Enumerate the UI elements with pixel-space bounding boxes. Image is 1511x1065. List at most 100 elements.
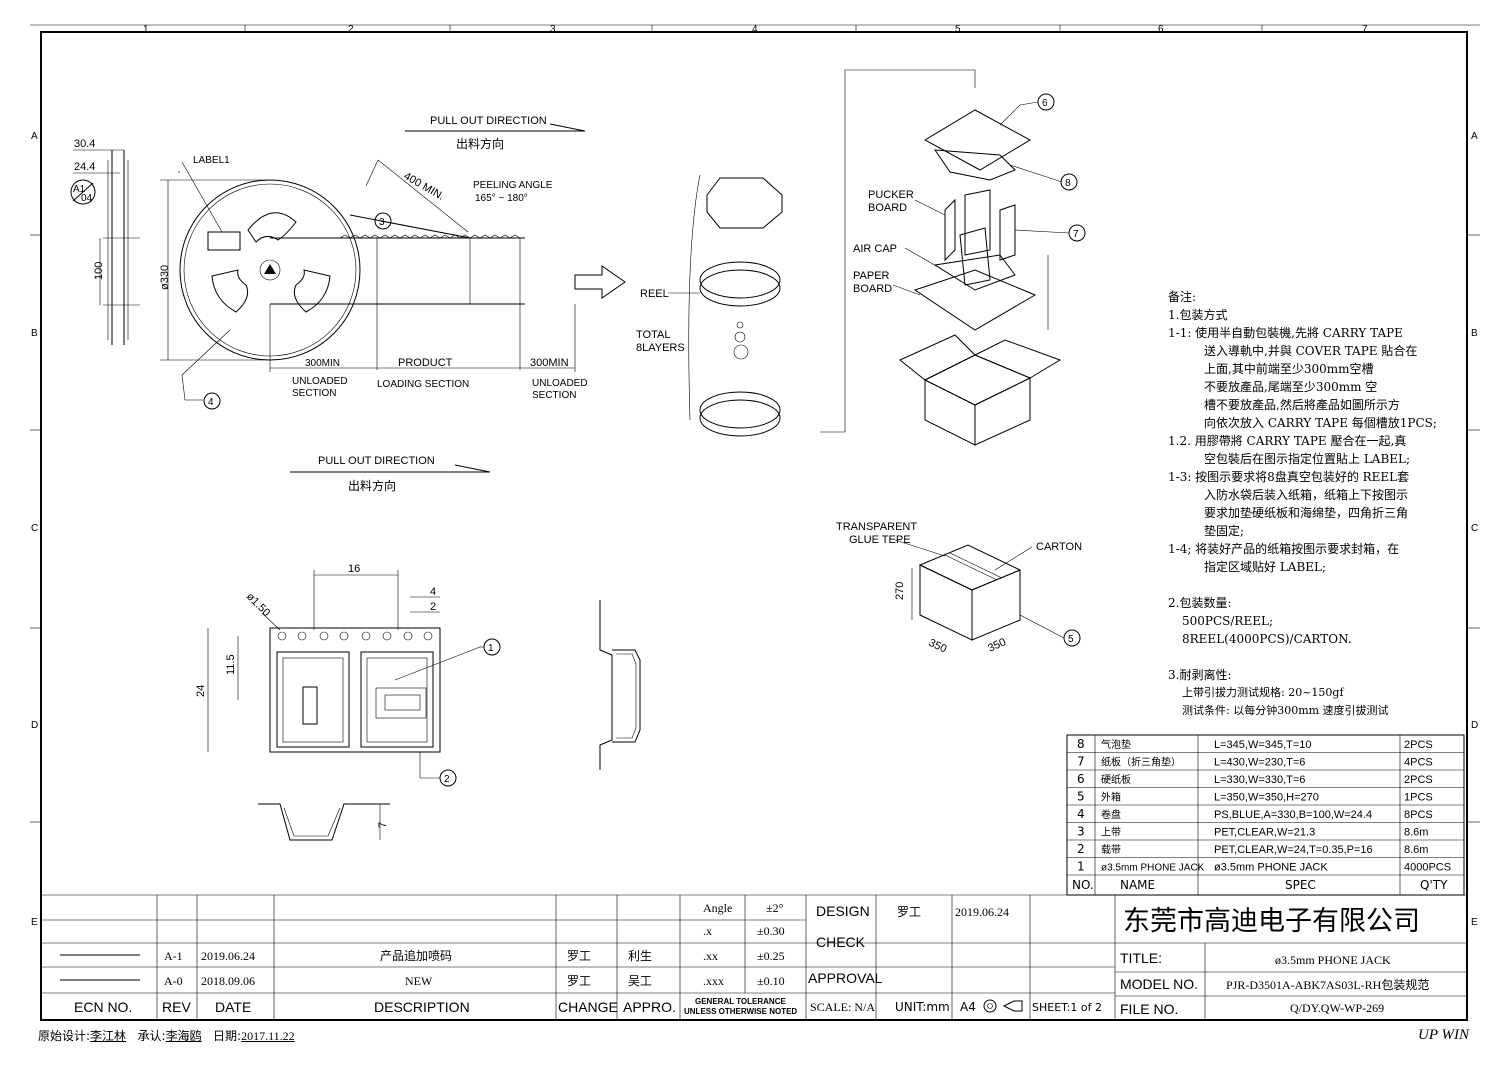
svg-text:±2°: ±2° xyxy=(766,901,784,915)
svg-text:CHANGE: CHANGE xyxy=(558,999,618,1015)
approver-name: 李海鸥 xyxy=(165,1029,202,1043)
svg-text:吴工: 吴工 xyxy=(628,974,652,988)
bom-qty: 4PCS xyxy=(1404,757,1433,769)
svg-text:UNLESS OTHERWISE NOTED: UNLESS OTHERWISE NOTED xyxy=(684,1007,797,1016)
svg-text:NO.: NO. xyxy=(1072,878,1094,892)
svg-text:A1: A1 xyxy=(73,184,86,195)
bom-spec: L=330,W=330,T=6 xyxy=(1214,774,1305,786)
bom-no: 5 xyxy=(1077,790,1085,804)
bom-name: 外箱 xyxy=(1101,791,1121,804)
notes-section: 备注: 1.包装方式 1-1: 使用半自動包裝機,先將 CARRY TAPE 送… xyxy=(1168,288,1468,720)
svg-text:±0.10: ±0.10 xyxy=(757,974,785,988)
flow-arrow xyxy=(574,265,626,299)
drawing-border xyxy=(40,31,1468,1021)
grid-letter-b-right: B xyxy=(1471,328,1478,339)
svg-text:GENERAL TOLERANCE: GENERAL TOLERANCE xyxy=(695,997,786,1006)
svg-text:ø3.5mm PHONE JACK: ø3.5mm PHONE JACK xyxy=(1275,953,1391,967)
bom-name: 载带 xyxy=(1101,844,1121,856)
svg-text:2019.06.24: 2019.06.24 xyxy=(955,905,1009,919)
svg-text:罗工: 罗工 xyxy=(897,905,921,919)
svg-text:8: 8 xyxy=(1065,178,1071,189)
svg-text:PEELING ANGLE: PEELING ANGLE xyxy=(473,180,553,191)
designer-name: 李江林 xyxy=(90,1029,127,1043)
svg-text:APPROVAL: APPROVAL xyxy=(808,970,883,986)
bom-spec: L=350,W=350,H=270 xyxy=(1214,792,1319,804)
svg-text:REV: REV xyxy=(162,999,191,1015)
svg-text:100: 100 xyxy=(93,262,105,280)
svg-text:利生: 利生 xyxy=(628,949,652,963)
bom-spec: ø3.5mm PHONE JACK xyxy=(1214,862,1328,874)
svg-text:DESIGN: DESIGN xyxy=(816,903,870,919)
svg-text:东莞市高迪电子有限公司: 东莞市高迪电子有限公司 xyxy=(1123,906,1420,936)
svg-text:SECTION: SECTION xyxy=(292,388,336,399)
svg-text:Q/DY.QW-WP-269: Q/DY.QW-WP-269 xyxy=(1290,1001,1384,1015)
svg-text:出料方向: 出料方向 xyxy=(348,478,396,493)
grid-letter-b: B xyxy=(31,328,38,339)
svg-text:PULL OUT DIRECTION: PULL OUT DIRECTION xyxy=(430,115,547,127)
svg-text:罗工: 罗工 xyxy=(567,949,591,963)
footer-date: 2017.11.22 xyxy=(241,1029,295,1043)
pull-out-direction-top: PULL OUT DIRECTION 出料方向 xyxy=(405,115,586,151)
svg-text:04: 04 xyxy=(81,193,93,204)
bom-spec: PS,BLUE,A=330,B=100,W=24.4 xyxy=(1214,809,1372,821)
bom-qty: 2PCS xyxy=(1404,774,1433,786)
svg-text:7: 7 xyxy=(1073,229,1079,240)
svg-text:REEL: REEL xyxy=(640,288,669,300)
svg-text:±0.30: ±0.30 xyxy=(757,924,785,938)
svg-text:8LAYERS: 8LAYERS xyxy=(636,342,685,354)
svg-text:UNIT:mm: UNIT:mm xyxy=(895,1000,950,1014)
svg-text:350: 350 xyxy=(927,637,949,656)
svg-text:CARTON: CARTON xyxy=(1036,541,1082,553)
grid-num-7: 7 xyxy=(1362,24,1368,35)
svg-text:BOARD: BOARD xyxy=(868,202,907,214)
exploded-box: PUCKER BOARD AIR CAP PAPER BOARD 6 8 7 xyxy=(853,93,1086,446)
svg-text:PUCKER: PUCKER xyxy=(868,189,914,201)
bom-spec: L=345,W=345,T=10 xyxy=(1214,739,1312,751)
svg-text:400 MIN.: 400 MIN. xyxy=(402,170,447,203)
grid-letter-d: D xyxy=(31,720,38,731)
grid-left: A B C D E A B C D E xyxy=(30,131,1480,928)
bom-qty: 1PCS xyxy=(1404,792,1433,804)
bom-spec: PET,CLEAR,W=24,T=0.35,P=16 xyxy=(1214,844,1373,856)
carrier-tape-detail: 16 4 2 ø1.50 11.5 24 1 2 7 xyxy=(195,563,641,841)
svg-text:APPRO.: APPRO. xyxy=(623,999,676,1015)
svg-text:BOARD: BOARD xyxy=(853,283,892,295)
svg-text:24: 24 xyxy=(195,685,207,697)
bom-no: 8 xyxy=(1077,737,1085,751)
projection-symbol-icon xyxy=(983,999,997,1013)
bom-qty: 4000PCS xyxy=(1404,862,1451,874)
svg-text:4: 4 xyxy=(208,397,214,408)
svg-text:270: 270 xyxy=(894,582,906,600)
svg-text:SPEC: SPEC xyxy=(1285,878,1316,892)
bom-no: 7 xyxy=(1077,755,1085,769)
svg-text:A-1: A-1 xyxy=(164,949,183,963)
svg-text:Angle: Angle xyxy=(703,901,732,915)
svg-text:ø330: ø330 xyxy=(159,265,171,290)
bom-no: 2 xyxy=(1077,842,1085,856)
svg-text:DESCRIPTION: DESCRIPTION xyxy=(374,999,470,1015)
svg-text:A-0: A-0 xyxy=(164,974,183,988)
svg-text:SCALE: N/A: SCALE: N/A xyxy=(810,1000,875,1014)
svg-text:LOADING SECTION: LOADING SECTION xyxy=(377,379,469,390)
brand-footer: UP WIN xyxy=(1418,1027,1469,1043)
svg-text:出料方向: 出料方向 xyxy=(456,136,504,151)
notes-title: 备注: xyxy=(1168,290,1197,304)
svg-text:GLUE TEPE: GLUE TEPE xyxy=(849,534,911,546)
bom-qty: 8.6m xyxy=(1404,844,1428,856)
bom-name: 卷盘 xyxy=(1101,808,1121,821)
bom-name: ø3.5mm PHONE JACK xyxy=(1101,863,1205,874)
grid-num-1: 1 xyxy=(143,24,149,35)
svg-text:A4: A4 xyxy=(960,1000,976,1014)
svg-text:300MIN: 300MIN xyxy=(530,357,569,369)
svg-text:2018.09.06: 2018.09.06 xyxy=(201,974,255,988)
svg-text:LABEL1: LABEL1 xyxy=(193,155,230,166)
svg-text:TRANSPARENT: TRANSPARENT xyxy=(836,521,917,533)
svg-text:300MIN: 300MIN xyxy=(305,358,340,369)
svg-text:11.5: 11.5 xyxy=(225,654,237,675)
bom-qty: 2PCS xyxy=(1404,739,1433,751)
svg-text:PJR-D3501A-ABK7AS03L-RH包装规范: PJR-D3501A-ABK7AS03L-RH包装规范 xyxy=(1226,977,1429,992)
bom-name: 上带 xyxy=(1101,827,1121,839)
tape-section: 300MIN PRODUCT 300MIN UNLOADED SECTION L… xyxy=(269,159,588,401)
svg-text:24.4: 24.4 xyxy=(74,161,95,173)
